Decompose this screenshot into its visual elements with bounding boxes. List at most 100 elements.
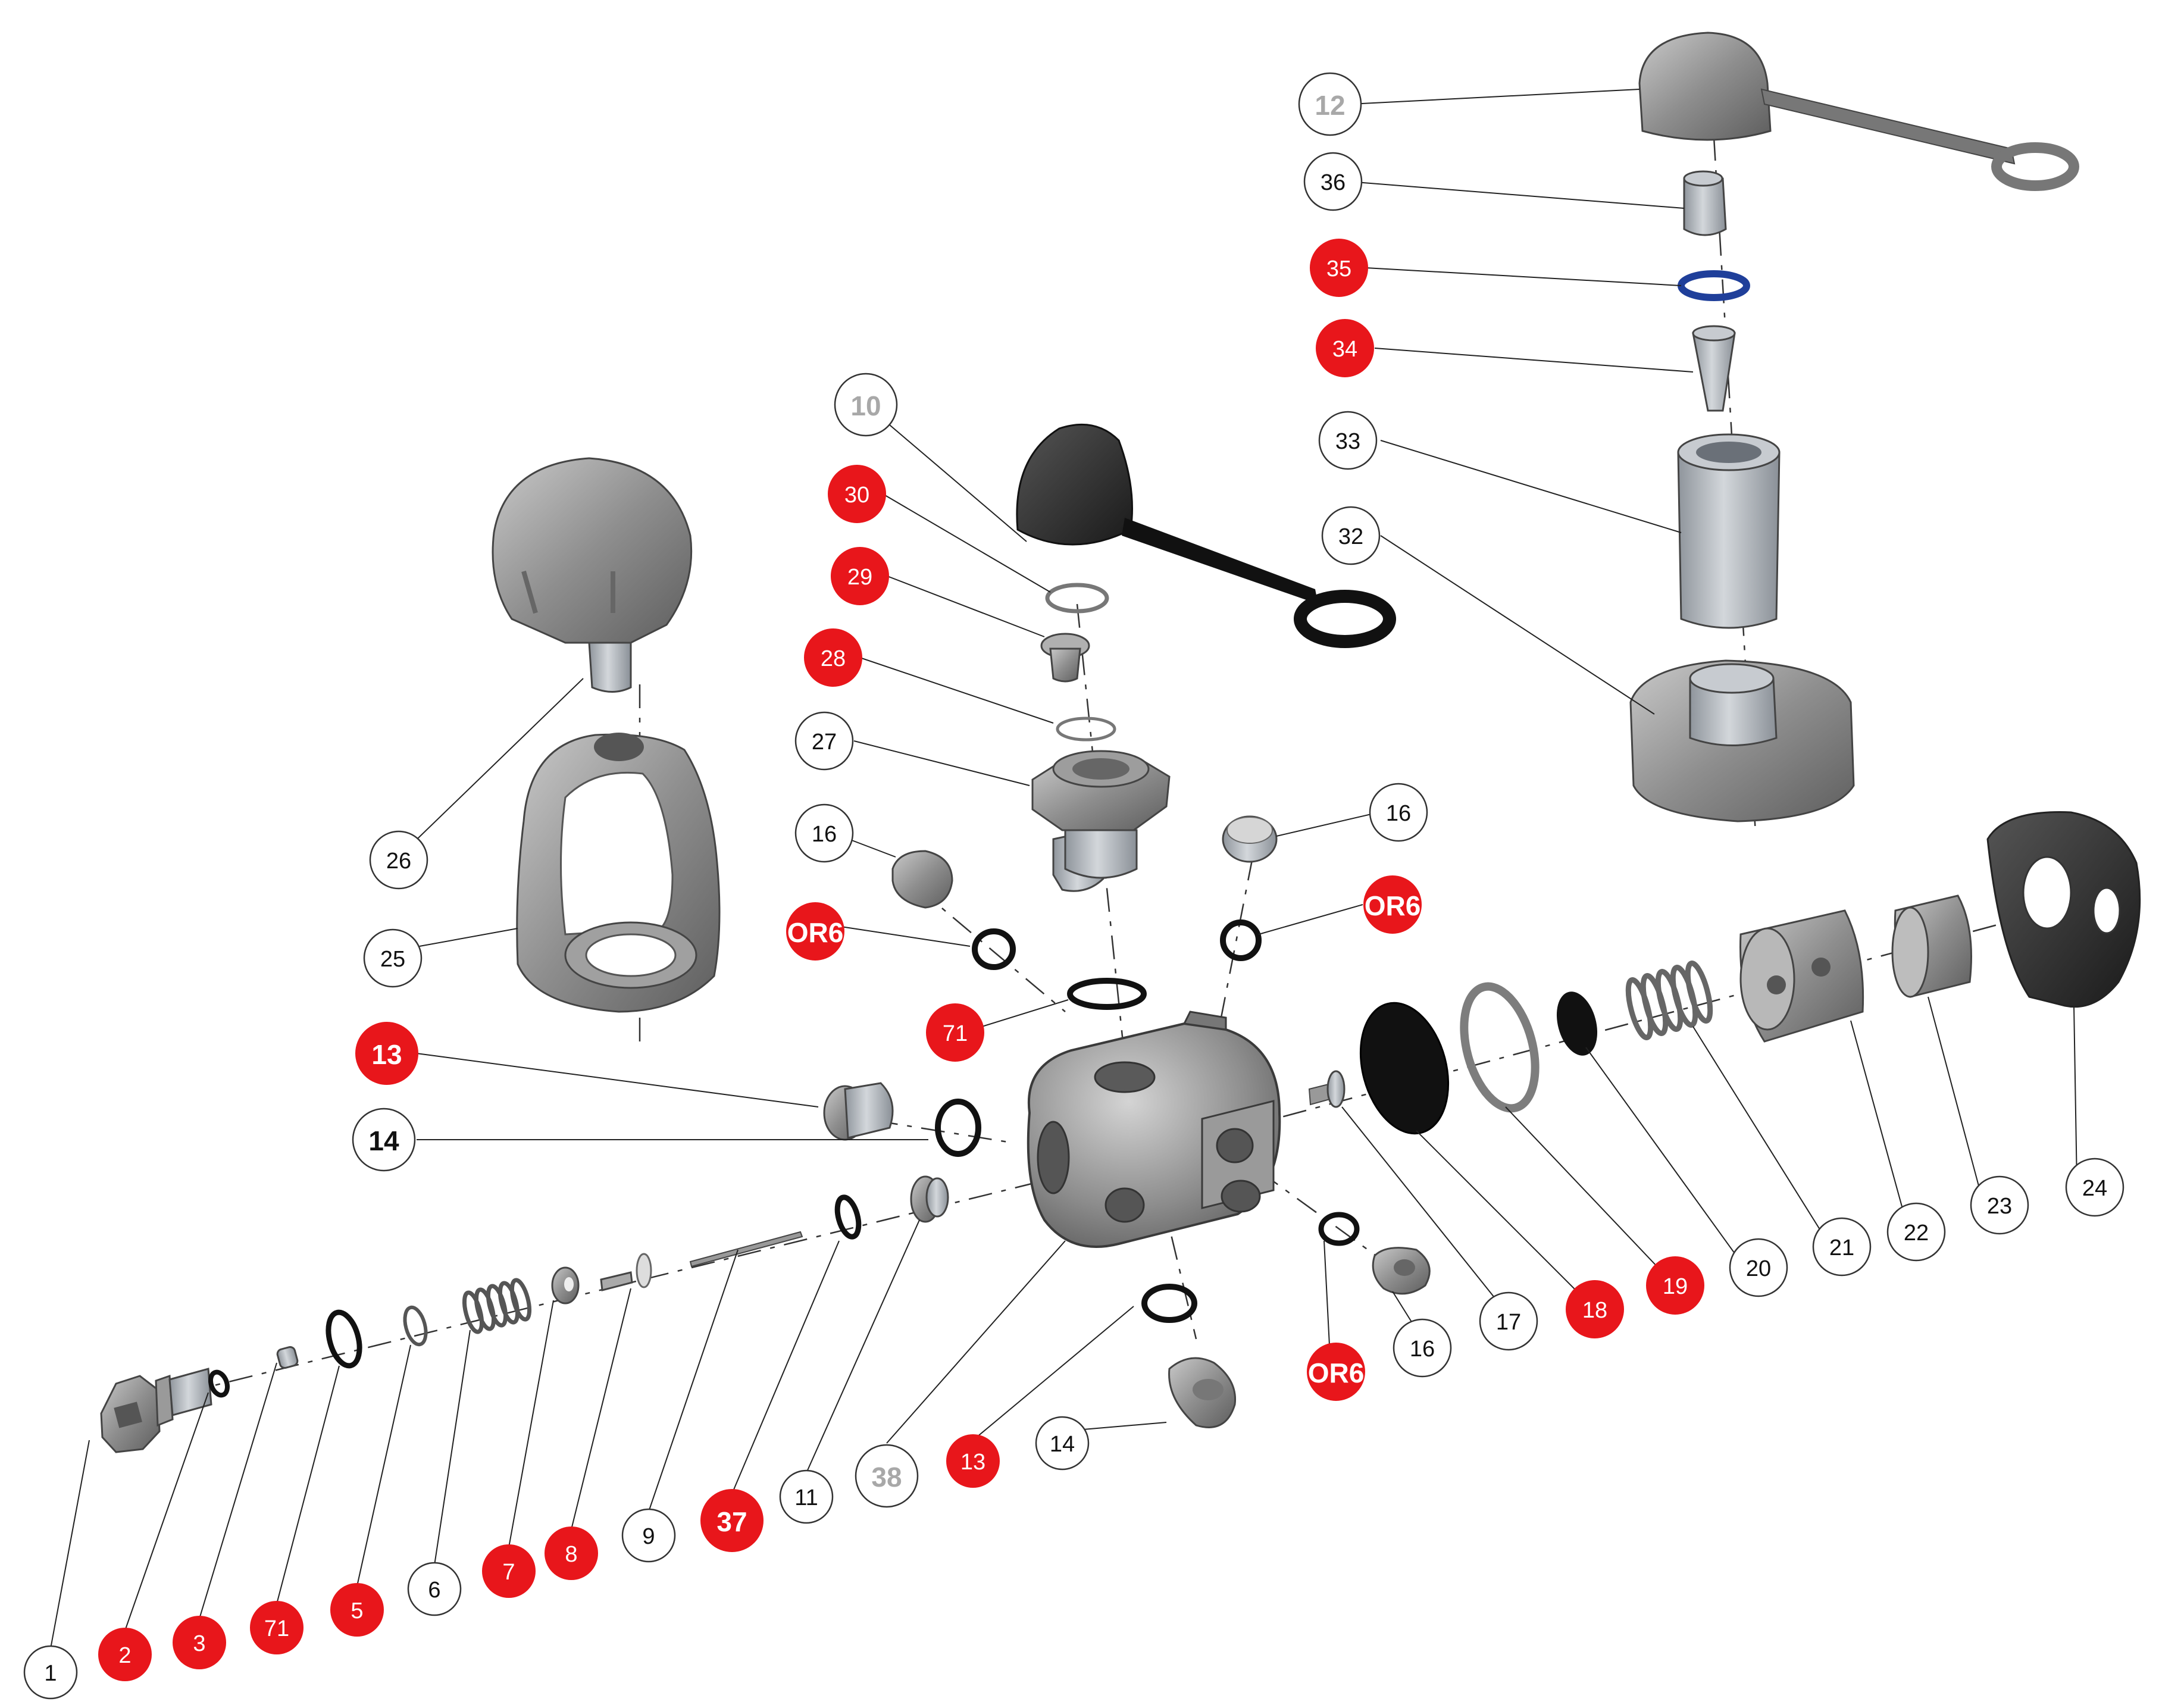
callout-number: 71 xyxy=(943,1021,968,1046)
callout-2: 2 xyxy=(98,1628,152,1681)
callout-number: 37 xyxy=(716,1506,747,1537)
callout-number: OR6 xyxy=(1308,1357,1365,1388)
part-28-ring xyxy=(1056,717,1116,742)
callout-bubble xyxy=(352,1108,416,1172)
part-14-port-plug-bottom xyxy=(1168,1357,1237,1428)
callout-13: 13 xyxy=(355,1022,418,1085)
axis-plug-top-right xyxy=(1219,856,1254,1024)
callout-number: 16 xyxy=(812,822,837,847)
part-26-handwheel-knob xyxy=(492,457,693,693)
part-11-insert xyxy=(910,1175,949,1223)
callout-bubble xyxy=(926,1003,984,1062)
part-1-end-plug xyxy=(100,1368,212,1453)
part-34-cone xyxy=(1692,325,1736,412)
callout-bubble xyxy=(828,465,886,523)
callout-28: 28 xyxy=(804,628,862,687)
callout-7: 7 xyxy=(482,1544,536,1598)
callout-8: 8 xyxy=(545,1526,598,1580)
callout-number: 25 xyxy=(380,947,405,972)
part-22-cage xyxy=(1739,909,1864,1043)
callout-37: 37 xyxy=(700,1489,764,1552)
callout-number: 18 xyxy=(1582,1298,1607,1323)
callout-12: 12 xyxy=(1298,72,1362,136)
part-or6-oring-top-right xyxy=(1220,919,1262,961)
callout-bubble xyxy=(98,1628,152,1681)
part-35-blue-oring xyxy=(1678,270,1750,301)
callout-number: 34 xyxy=(1332,337,1357,362)
callout-16: 16 xyxy=(1369,783,1428,842)
callout-20: 20 xyxy=(1729,1238,1788,1297)
callout-34: 34 xyxy=(1316,319,1374,377)
part-30-circlip xyxy=(1045,583,1109,614)
part-21-spring xyxy=(1625,961,1713,1040)
callout-number: 2 xyxy=(118,1643,131,1668)
callout-bubble xyxy=(786,902,844,961)
callout-71: 71 xyxy=(250,1601,303,1654)
callout-5: 5 xyxy=(330,1583,384,1637)
callout-bubble xyxy=(1566,1280,1624,1338)
callout-23: 23 xyxy=(1970,1175,2029,1235)
callout-18: 18 xyxy=(1566,1280,1624,1338)
callout-number: 71 xyxy=(264,1616,289,1641)
callout-number: OR6 xyxy=(1365,890,1421,921)
callout-bubble xyxy=(1886,1202,1946,1262)
callout-22: 22 xyxy=(1886,1202,1946,1262)
callout-number: 16 xyxy=(1410,1337,1435,1362)
callout-or6: OR6 xyxy=(1307,1343,1365,1401)
callout-number: 33 xyxy=(1335,429,1360,454)
callout-11: 11 xyxy=(779,1469,834,1524)
part-29-gland xyxy=(1040,633,1090,683)
part-18-diaphragm xyxy=(1359,1002,1450,1135)
part-5-ring xyxy=(403,1305,428,1347)
callout-bubble xyxy=(794,803,854,863)
callout-bubble xyxy=(1970,1175,2029,1235)
callout-number: 12 xyxy=(1315,90,1345,121)
callout-number: 28 xyxy=(821,646,846,671)
callout-13: 13 xyxy=(946,1434,1000,1488)
callout-27: 27 xyxy=(794,711,854,771)
callout-14: 14 xyxy=(1035,1416,1090,1471)
part-or6-oring-right xyxy=(1318,1212,1360,1246)
callout-bubble xyxy=(855,1444,919,1508)
callout-number: 6 xyxy=(428,1578,440,1603)
callout-bubble xyxy=(1316,319,1374,377)
callout-bubble xyxy=(482,1544,536,1598)
callout-number: 30 xyxy=(844,483,869,508)
part-14-port-plug-left xyxy=(823,1082,894,1141)
callout-number: 13 xyxy=(371,1039,402,1070)
callout-number: 16 xyxy=(1386,801,1411,826)
callout-number: 36 xyxy=(1321,170,1346,195)
part-16-plug-right xyxy=(1372,1247,1431,1295)
part-19-ring xyxy=(1460,982,1540,1113)
callout-71: 71 xyxy=(926,1003,984,1062)
callout-35: 35 xyxy=(1310,239,1368,297)
callout-38: 38 xyxy=(855,1444,919,1508)
callout-number: 24 xyxy=(2082,1176,2107,1201)
axis-side-port xyxy=(827,1112,1012,1144)
callout-number: 14 xyxy=(1050,1432,1075,1457)
callout-bubble xyxy=(173,1616,226,1669)
callout-bubble xyxy=(1479,1291,1538,1351)
callout-36: 36 xyxy=(1303,152,1363,211)
part-27-bonnet-nut xyxy=(1031,750,1171,892)
callout-number: 20 xyxy=(1746,1256,1771,1281)
callout-bubble xyxy=(794,711,854,771)
part-2-small-oring xyxy=(208,1369,230,1398)
callout-bubble xyxy=(407,1562,462,1616)
callout-bubble xyxy=(834,373,898,437)
callout-bubble xyxy=(369,830,428,890)
callout-29: 29 xyxy=(831,547,889,605)
callout-25: 25 xyxy=(363,928,423,988)
callout-number: 32 xyxy=(1338,524,1363,549)
callout-number: 9 xyxy=(642,1524,655,1549)
callout-bubble xyxy=(545,1526,598,1580)
callout-number: 19 xyxy=(1663,1274,1688,1299)
callout-16: 16 xyxy=(794,803,854,863)
callout-3: 3 xyxy=(173,1616,226,1669)
part-25-yoke xyxy=(516,733,721,1013)
part-13-oring-left xyxy=(935,1099,981,1157)
callout-number: 13 xyxy=(960,1450,985,1475)
callout-or6: OR6 xyxy=(1363,875,1422,934)
